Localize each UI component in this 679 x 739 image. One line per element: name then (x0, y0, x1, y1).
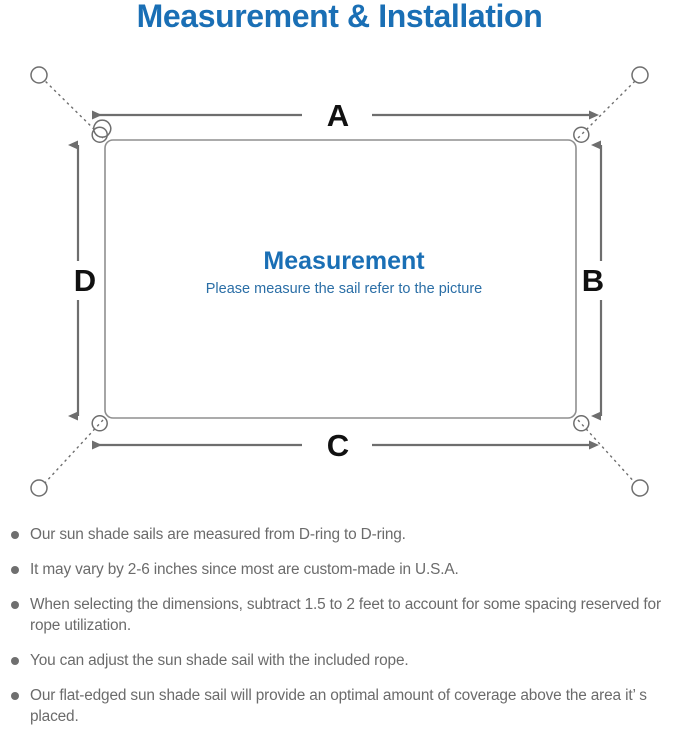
diagram-center-heading: Measurement (263, 247, 425, 275)
list-item: Our flat-edged sun shade sail will provi… (0, 685, 679, 727)
list-item-text: When selecting the dimensions, subtract … (30, 596, 661, 634)
d-ring-top-left (91, 119, 112, 143)
dimension-label-a: A (327, 98, 349, 133)
anchor-point-top-right (631, 66, 649, 84)
sail-panel (104, 139, 577, 419)
list-item-text: It may vary by 2-6 inches since most are… (30, 561, 459, 578)
dimension-label-d: D (74, 263, 96, 298)
notes-list: Our sun shade sails are measured from D-… (0, 524, 679, 727)
list-item: Our sun shade sails are measured from D-… (0, 524, 679, 545)
dimension-label-b: B (582, 263, 604, 298)
list-item: You can adjust the sun shade sail with t… (0, 650, 679, 671)
anchor-point-bottom-right (631, 479, 649, 497)
bullet-icon (11, 692, 19, 700)
bullet-icon (11, 657, 19, 665)
list-item: When selecting the dimensions, subtract … (0, 594, 679, 636)
list-item-text: Our sun shade sails are measured from D-… (30, 526, 406, 543)
bullet-icon (11, 566, 19, 574)
rope-top-right (577, 78, 638, 139)
list-item-text: Our flat-edged sun shade sail will provi… (30, 687, 647, 725)
diagram-center-subheading: Please measure the sail refer to the pic… (206, 281, 482, 297)
d-ring-bottom-right (573, 415, 590, 432)
anchor-point-bottom-left (30, 479, 48, 497)
rope-bottom-left (42, 419, 104, 486)
anchor-point-top-left (30, 66, 48, 84)
page-title: Measurement & Installation (136, 0, 543, 34)
d-ring-bottom-left (91, 415, 108, 432)
rope-bottom-right (577, 419, 638, 486)
bullet-icon (11, 531, 19, 539)
bullet-icon (11, 601, 19, 609)
list-item-text: You can adjust the sun shade sail with t… (30, 652, 409, 669)
d-ring-top-right (573, 126, 590, 143)
measurement-diagram: A C D B Measurement Please measure the s… (0, 48, 679, 513)
list-item: It may vary by 2-6 inches since most are… (0, 559, 679, 580)
dimension-label-c: C (327, 428, 349, 463)
